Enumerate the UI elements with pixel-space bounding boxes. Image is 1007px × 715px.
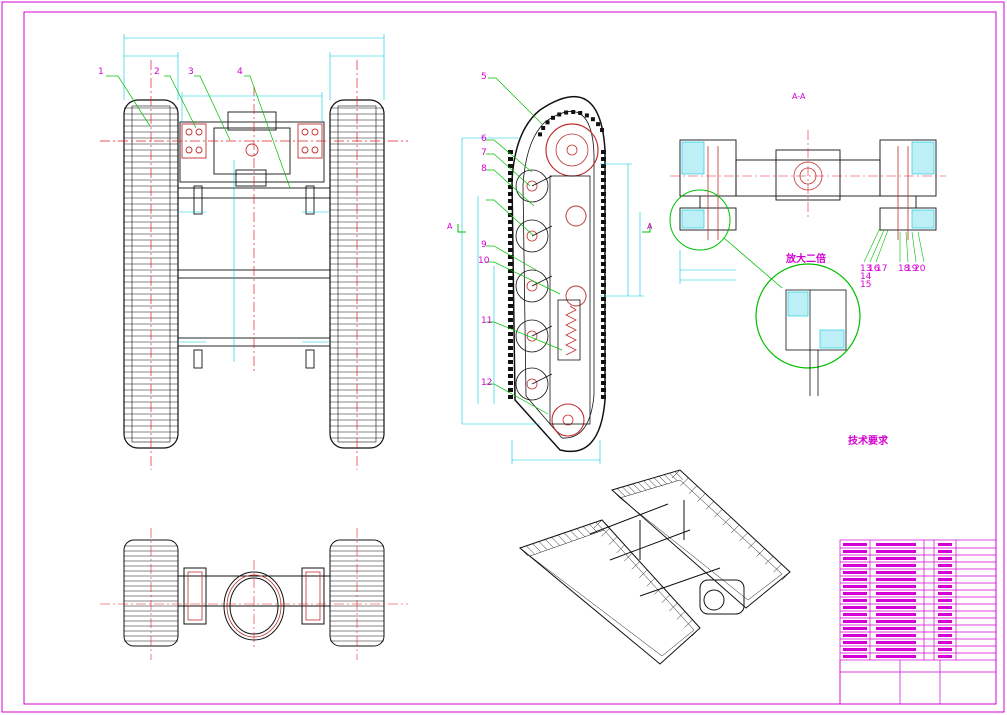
sect-balloon-20: 20 <box>914 264 926 274</box>
isometric-view <box>518 469 791 665</box>
side-balloon-7: 7 <box>481 148 487 158</box>
side-balloon-5: 5 <box>481 72 487 82</box>
title-block <box>839 539 997 705</box>
drive-sprocket <box>545 123 599 177</box>
side-balloon-10: 10 <box>478 256 490 266</box>
dimensions-top <box>123 34 385 362</box>
side-balloon-8: 8 <box>481 164 487 174</box>
top-balloon-2: 2 <box>154 67 160 77</box>
section-label: A-A <box>792 92 806 101</box>
top-balloon-1: 1 <box>98 67 104 77</box>
sprocket-hubs-top <box>181 123 323 159</box>
cut-mark-left: A <box>447 222 453 231</box>
inner-border <box>23 11 997 705</box>
tech-requirements-title: 技术要求 <box>848 436 888 447</box>
section-a-a <box>669 130 946 396</box>
sect-balloon-14: 14 <box>860 272 872 282</box>
top-view <box>100 34 408 470</box>
side-balloon-12: 12 <box>481 378 493 388</box>
front-view <box>100 528 408 660</box>
detail-view-circle <box>755 263 861 369</box>
sect-balloon-19: 19 <box>906 264 918 274</box>
sect-balloon-13: 13 <box>860 264 872 274</box>
sect-balloon-18: 18 <box>898 264 910 274</box>
side-view <box>457 77 651 464</box>
leaders-top <box>106 75 291 189</box>
sect-balloon-15: 15 <box>860 280 872 290</box>
side-balloon-6: 6 <box>481 134 487 144</box>
top-balloon-3: 3 <box>188 67 194 77</box>
detail-label: 放大二倍 <box>786 254 826 265</box>
centerlines-top <box>100 60 408 470</box>
sect-balloon-17: 17 <box>876 264 888 274</box>
sect-balloon-16: 16 <box>868 264 880 274</box>
cut-mark-right: A <box>647 222 653 231</box>
side-balloon-11: 11 <box>481 316 493 326</box>
top-balloon-4: 4 <box>237 67 243 77</box>
side-balloon-9: 9 <box>481 240 487 250</box>
